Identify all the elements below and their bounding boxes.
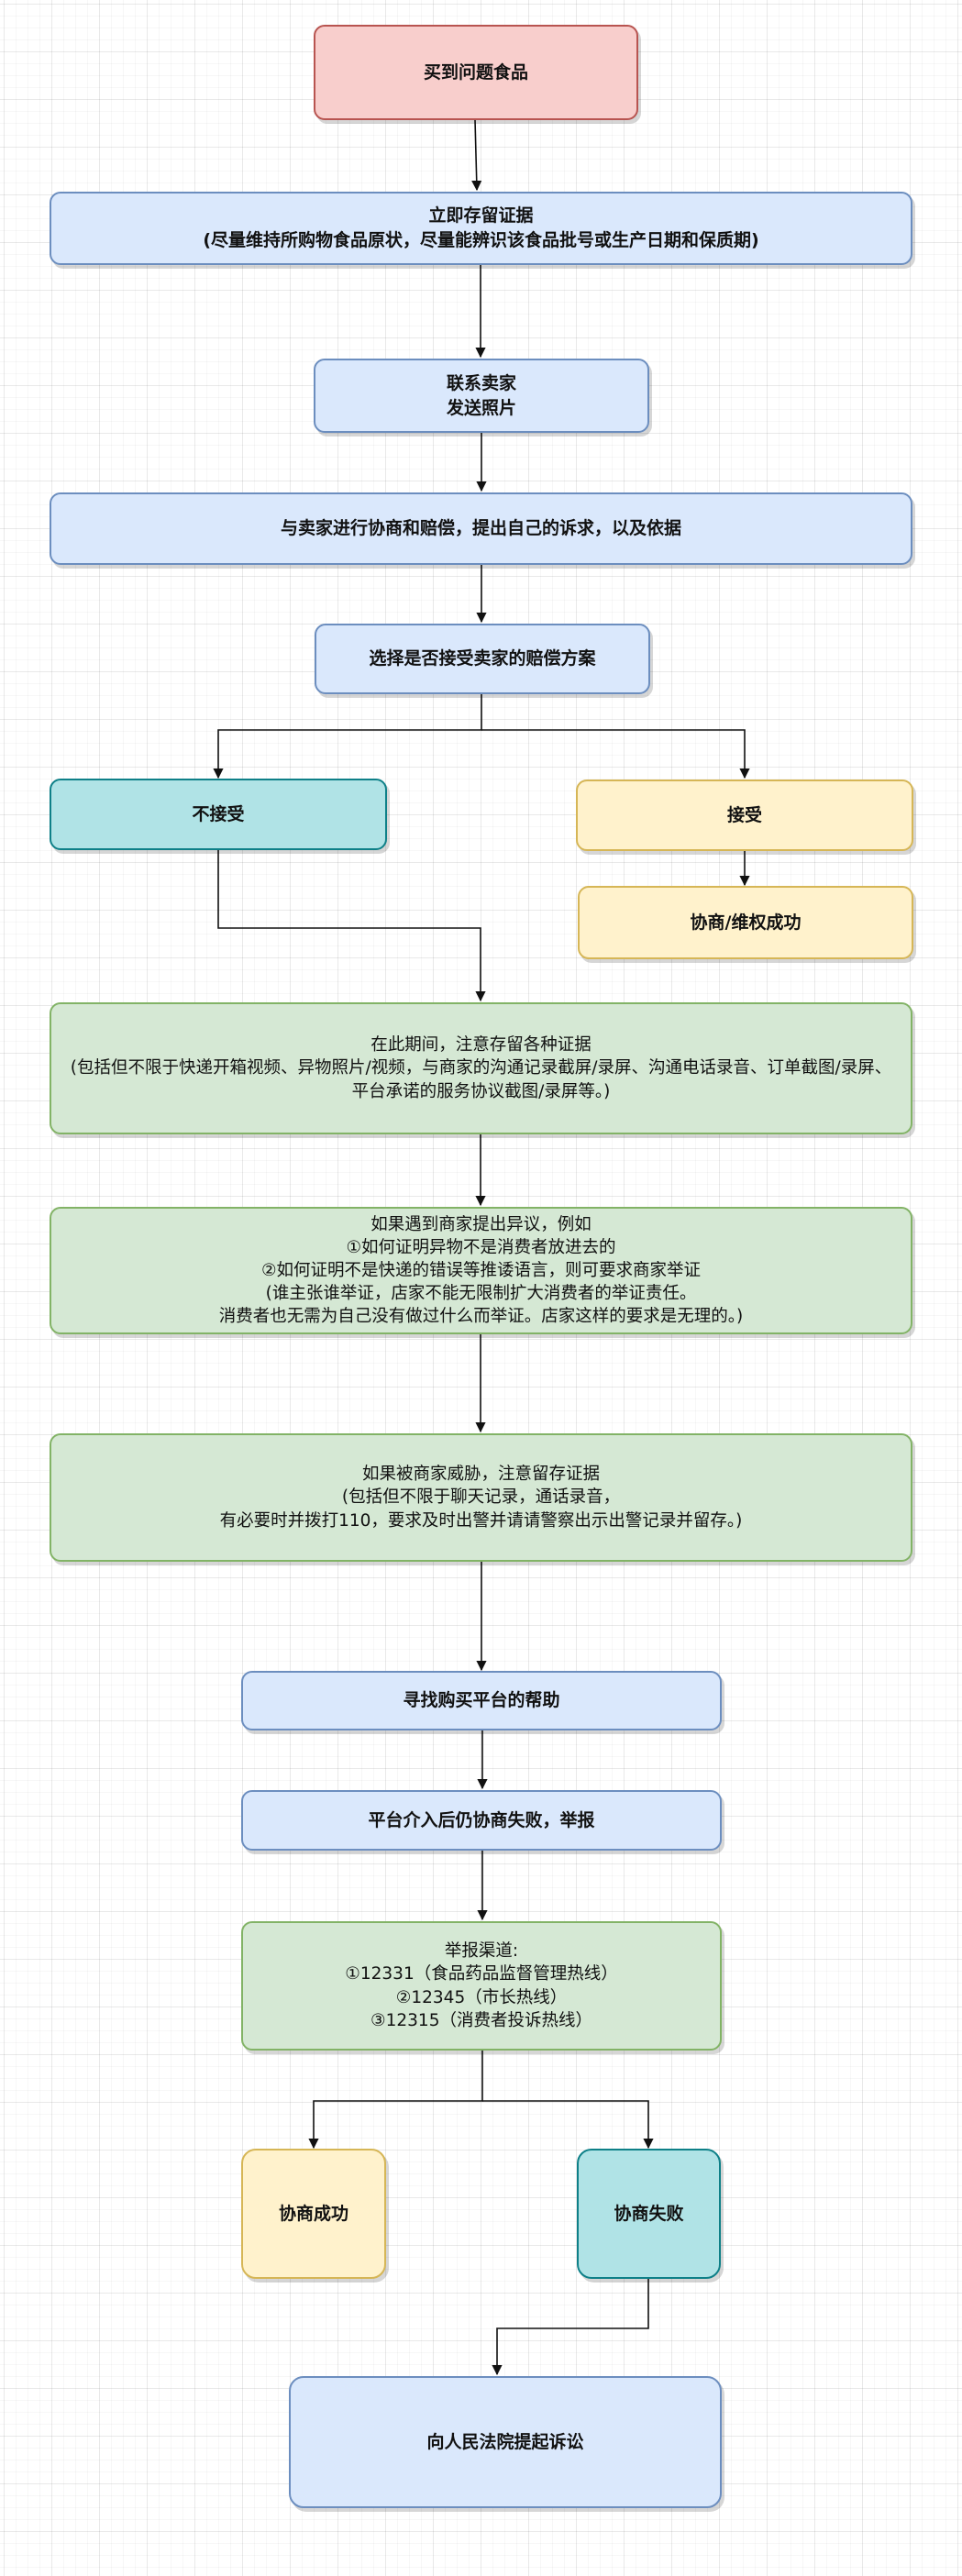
node-negotiate[interactable]: 与卖家进行协商和赔偿，提出自己的诉求，以及依据 (50, 492, 912, 565)
node-dispute[interactable]: 如果遇到商家提出异议，例如 ①如何证明异物不是消费者放进去的 ②如何证明不是快递… (50, 1207, 912, 1334)
node-accept-label: 接受 (726, 804, 762, 825)
node-evidence-period[interactable]: 在此期间，注意存留各种证据 (包括但不限于快递开箱视频、异物照片/视频，与商家的… (50, 1002, 912, 1134)
edge-report-to-failed (482, 2100, 654, 2150)
node-lawsuit-label: 向人民法院提起诉讼 (426, 2431, 584, 2452)
node-platform-failed-label: 平台介入后仍协商失败，举报 (368, 1809, 595, 1830)
node-start[interactable]: 买到问题食品 (314, 25, 638, 120)
node-negotiation-failed-label: 协商失败 (614, 2203, 684, 2224)
node-report-channels[interactable]: 举报渠道: ①12331（食品药品监督管理热线） ②12345（市长热线） ③1… (241, 1921, 722, 2051)
node-success-rights[interactable]: 协商/维权成功 (578, 886, 913, 959)
edge-choose-to-accept (481, 729, 750, 779)
node-threat-label: 如果被商家威胁，注意留存证据 (包括但不限于聊天记录，通话录音， 有必要时并拨打… (219, 1465, 743, 1531)
node-keep-evidence-label: 立即存留证据 (尽量维持所购物食品原状，尽量能辨识该食品批号或生产日期和保质期) (203, 205, 759, 250)
node-negotiation-success[interactable]: 协商成功 (241, 2149, 386, 2279)
node-evidence-period-label: 在此期间，注意存留各种证据 (包括但不限于快递开箱视频、异物照片/视频，与商家的… (70, 1035, 892, 1101)
node-choose[interactable]: 选择是否接受卖家的赔偿方案 (315, 624, 650, 694)
node-reject-label: 不接受 (192, 803, 245, 824)
node-negotiate-label: 与卖家进行协商和赔偿，提出自己的诉求，以及依据 (280, 518, 681, 539)
node-contact-seller-label: 联系卖家 发送照片 (446, 372, 516, 418)
node-choose-label: 选择是否接受卖家的赔偿方案 (369, 648, 596, 669)
node-threat[interactable]: 如果被商家威胁，注意留存证据 (包括但不限于聊天记录，通话录音， 有必要时并拨打… (50, 1433, 912, 1562)
edge-choose-to-reject (213, 694, 482, 779)
node-reject[interactable]: 不接受 (50, 779, 387, 850)
node-accept[interactable]: 接受 (576, 779, 913, 851)
node-platform-failed[interactable]: 平台介入后仍协商失败，举报 (241, 1790, 722, 1851)
node-contact-seller[interactable]: 联系卖家 发送照片 (314, 359, 649, 433)
node-negotiation-success-label: 协商成功 (278, 2203, 348, 2224)
node-platform-help[interactable]: 寻找购买平台的帮助 (241, 1671, 722, 1730)
edge-report-to-success (308, 2051, 483, 2150)
node-success-rights-label: 协商/维权成功 (690, 912, 802, 933)
node-start-label: 买到问题食品 (423, 61, 528, 83)
node-report-channels-label: 举报渠道: ①12331（食品药品监督管理热线） ②12345（市长热线） ③1… (345, 1941, 618, 2030)
edge-failed-to-lawsuit (492, 2279, 649, 2376)
edge-reject-to-evidence (217, 850, 486, 1002)
node-keep-evidence[interactable]: 立即存留证据 (尽量维持所购物食品原状，尽量能辨识该食品批号或生产日期和保质期) (50, 192, 912, 265)
node-negotiation-failed[interactable]: 协商失败 (577, 2149, 721, 2279)
node-lawsuit[interactable]: 向人民法院提起诉讼 (289, 2376, 722, 2508)
edge-start-to-keep-evidence (471, 119, 482, 192)
node-dispute-label: 如果遇到商家提出异议，例如 ①如何证明异物不是消费者放进去的 ②如何证明不是快递… (218, 1214, 744, 1327)
node-platform-help-label: 寻找购买平台的帮助 (403, 1690, 560, 1711)
